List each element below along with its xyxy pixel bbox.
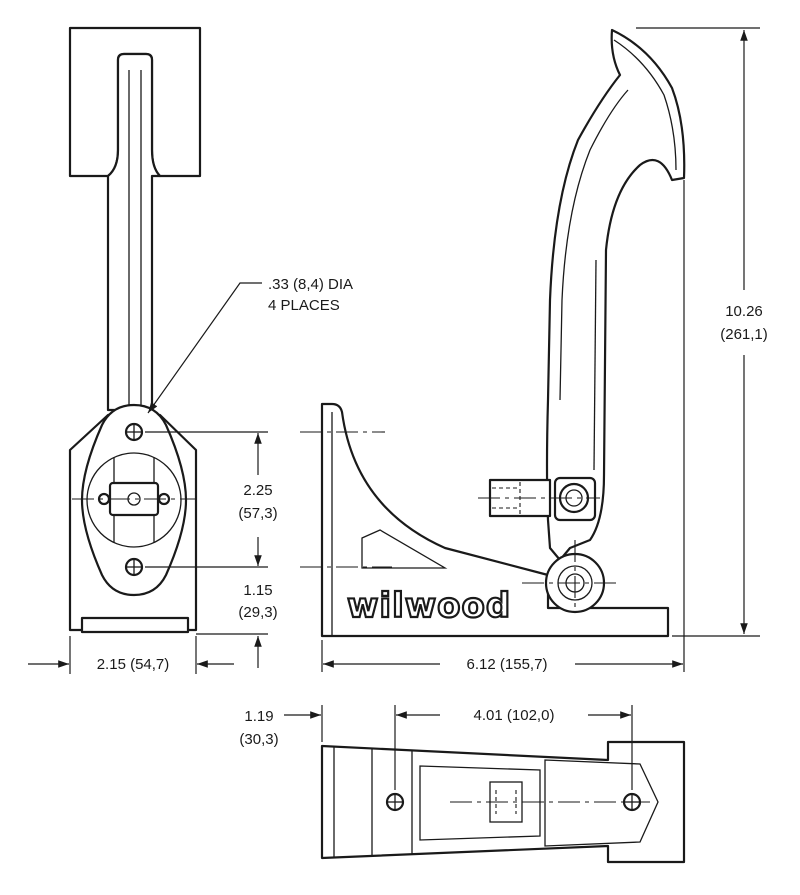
- arm-rib-line: [613, 39, 677, 171]
- hole-spacing-in: 2.25: [243, 482, 272, 499]
- side-view: wilwood 10.26 (261,1) 6.12 (155,7: [300, 27, 768, 673]
- top-view-slot: [419, 765, 541, 841]
- front-view: .33 (8,4) DIA 4 PLACES 2.25 (57,3) 1.15 …: [28, 26, 353, 674]
- top-hole-right-icon: [622, 792, 642, 812]
- lower-offset-mm: (29,3): [238, 604, 277, 621]
- base-length-label: 6.12 (155,7): [467, 656, 548, 673]
- hole-note-leader: [147, 282, 262, 414]
- overall-height-mm: (261,1): [720, 326, 768, 343]
- top-view: 4.01 (102,0) 1.19 (30,3): [239, 705, 686, 864]
- overall-height-in: 10.26: [725, 303, 763, 320]
- hole-note-line2: 4 PLACES: [268, 297, 340, 314]
- flange-bore: [86, 452, 182, 548]
- lower-offset-in: 1.15: [243, 582, 272, 599]
- front-base-foot: [80, 616, 190, 634]
- mounting-hole-upper-icon: [124, 422, 144, 442]
- arm-rib-line: [559, 89, 629, 401]
- arm-rib-line: [593, 259, 597, 471]
- side-base-bracket: [320, 402, 670, 638]
- bracket-window: [361, 529, 448, 569]
- hole-note-line1: .33 (8,4) DIA: [268, 276, 353, 293]
- body-edge: [371, 748, 413, 856]
- top-view-arm: [544, 759, 659, 847]
- top-depth-mm: (30,3): [239, 731, 278, 748]
- side-pedal-arm: [545, 28, 686, 562]
- mounting-hole-lower-icon: [124, 557, 144, 577]
- top-depth-in: 1.19: [244, 708, 273, 725]
- top-hole-spacing-label: 4.01 (102,0): [474, 707, 555, 724]
- hole-spacing-mm: (57,3): [238, 505, 277, 522]
- base-width-label: 2.15 (54,7): [97, 656, 170, 673]
- front-pedal-arm: [106, 52, 162, 412]
- wilwood-logo: wilwood: [347, 586, 511, 626]
- top-hole-left-icon: [385, 792, 405, 812]
